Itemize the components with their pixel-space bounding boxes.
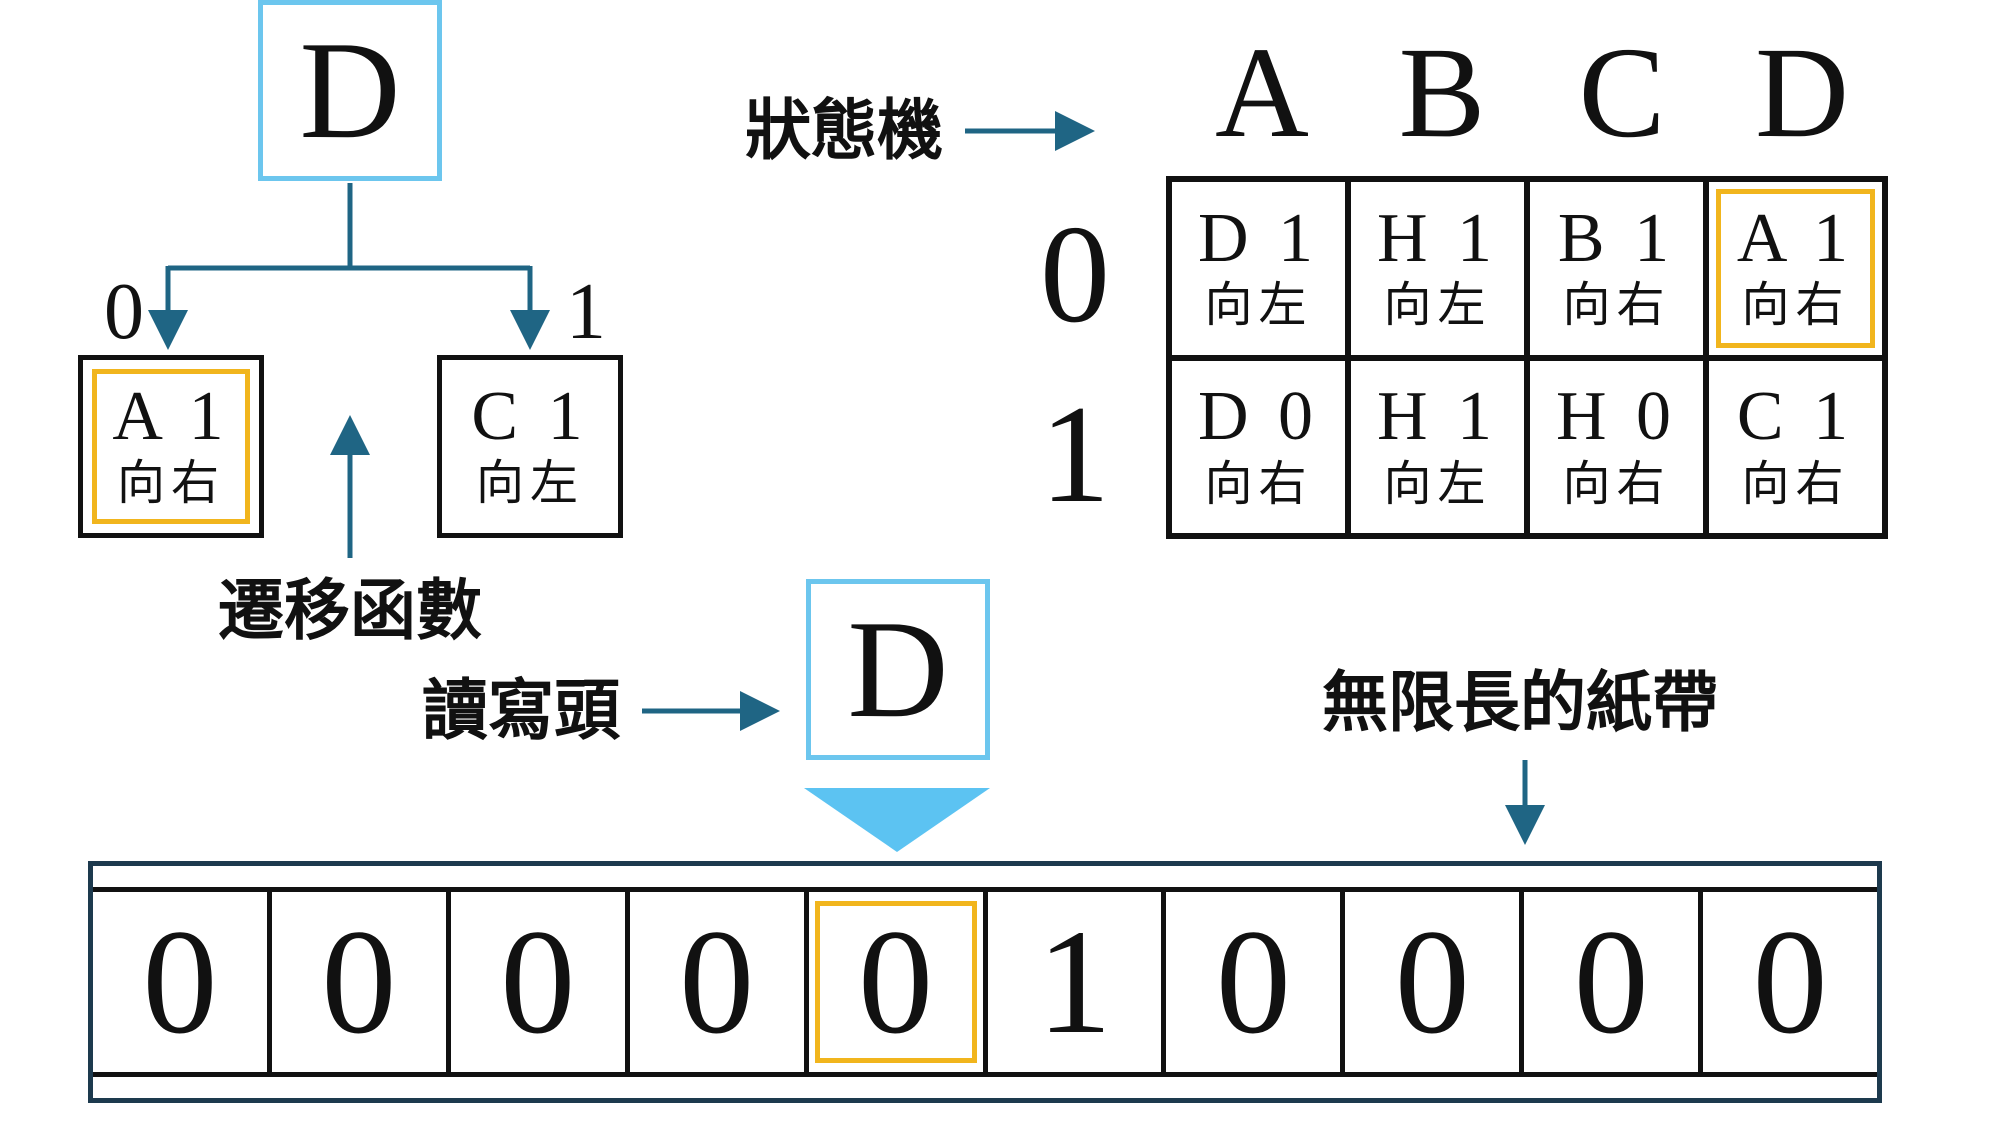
current-state-box: D <box>258 0 442 181</box>
tape-cell: 0 <box>1752 899 1828 1065</box>
transition-function-label: 遷移函數 <box>218 572 482 649</box>
tape-cell: 0 <box>451 892 630 1072</box>
column-header-c: C <box>1578 20 1666 165</box>
read-write-head-label: 讀寫頭 <box>422 672 620 749</box>
cell-direction: 向右 <box>1562 455 1671 512</box>
tape-cell-current: 0 <box>809 892 988 1072</box>
cell-action: C 1 <box>1736 378 1855 455</box>
infinite-tape-label: 無限長的紙帶 <box>1322 664 1718 741</box>
tree-node-one: C 1 向左 <box>437 355 623 538</box>
cell-action: B 1 <box>1557 199 1676 277</box>
tape: 0 0 0 0 0 1 0 0 0 0 <box>88 861 1882 1103</box>
tree-node-zero-action: A 1 <box>112 377 230 455</box>
cell-action: H 1 <box>1376 199 1499 277</box>
cell-direction: 向右 <box>1741 277 1850 333</box>
tree-branch-connector <box>168 183 530 271</box>
current-tape-symbol: 0 <box>858 899 934 1065</box>
cell-direction: 向右 <box>1204 455 1313 512</box>
head-state-label: D <box>847 591 949 747</box>
cell-action: A 1 <box>1736 199 1855 277</box>
cell-direction: 向左 <box>1383 455 1492 512</box>
cell-action: D 1 <box>1197 199 1320 277</box>
state-table-cell: H 1 向左 <box>1348 179 1527 358</box>
highlight-frame <box>92 369 250 524</box>
state-table-cell: D 0 向右 <box>1169 357 1348 536</box>
state-table-cell: C 1 向右 <box>1706 357 1885 536</box>
tree-node-zero-direction: 向右 <box>116 455 225 512</box>
state-table: D 1 向左 H 1 向左 B 1 向右 A 1 向右 D 0 向右 H 1 向… <box>1166 176 1888 539</box>
tree-node-one-action: C 1 <box>471 377 589 455</box>
current-state-label: D <box>299 12 401 168</box>
column-header-d: D <box>1755 20 1849 165</box>
tape-cell: 1 <box>988 892 1167 1072</box>
branch-zero-label: 0 <box>104 268 144 356</box>
tape-cell: 0 <box>1345 892 1525 1072</box>
tape-cell: 0 <box>93 892 272 1072</box>
row-header-zero: 0 <box>1040 197 1110 352</box>
tape-cell: 0 <box>272 892 451 1072</box>
cell-direction: 向左 <box>1204 277 1313 333</box>
state-table-column-headers: A B C D <box>1172 20 1892 165</box>
state-table-cell: B 1 向右 <box>1527 179 1706 358</box>
state-table-cell: H 1 向左 <box>1348 357 1527 536</box>
state-table-cell-highlighted: A 1 向右 <box>1706 179 1885 358</box>
column-header-a: A <box>1215 20 1309 165</box>
state-table-cell: D 1 向左 <box>1169 179 1348 358</box>
tape-cells: 0 0 0 0 0 1 0 0 0 0 <box>93 887 1877 1077</box>
row-header-one: 1 <box>1040 377 1110 532</box>
head-state-box: D <box>806 579 990 760</box>
state-machine-label: 狀態機 <box>745 92 943 169</box>
tape-cell: 0 <box>630 892 809 1072</box>
state-table-cell: H 0 向右 <box>1527 357 1706 536</box>
cell-direction: 向右 <box>1562 277 1671 333</box>
tree-node-zero: A 1 向右 <box>78 355 264 538</box>
cell-action: H 1 <box>1376 378 1499 455</box>
tape-cell: 0 <box>1166 892 1346 1072</box>
cell-action: H 0 <box>1555 378 1678 455</box>
branch-one-label: 1 <box>566 268 606 356</box>
cell-direction: 向右 <box>1741 455 1850 512</box>
head-pointer-triangle <box>804 788 990 852</box>
column-header-b: B <box>1398 20 1486 165</box>
highlight-frame <box>1716 189 1875 348</box>
cell-direction: 向左 <box>1383 277 1492 333</box>
tree-node-one-direction: 向左 <box>475 455 584 512</box>
highlight-frame <box>814 901 977 1063</box>
cell-action: D 0 <box>1197 378 1320 455</box>
tape-cell: 0 <box>1524 892 1704 1072</box>
